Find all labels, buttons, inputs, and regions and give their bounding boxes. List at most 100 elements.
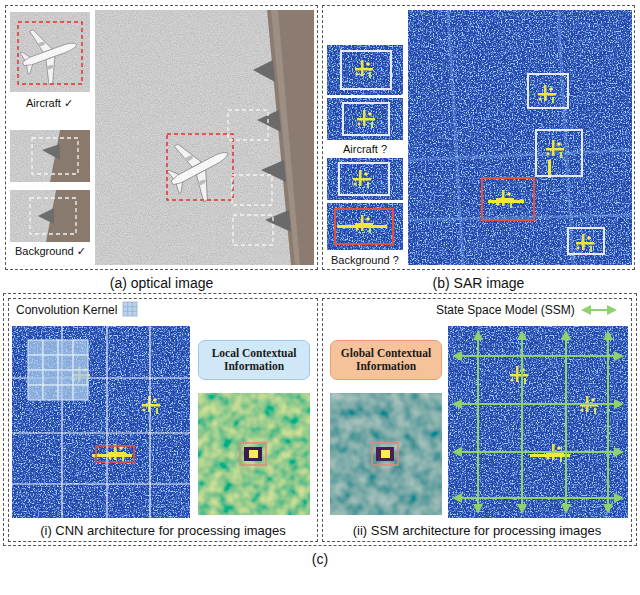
sar-image [536, 130, 582, 176]
cnn-sar-image [92, 454, 132, 457]
sub-panel: State Space Model (SSM) (ii) SSM architec… [322, 298, 632, 542]
cnn-sar-image [73, 370, 88, 385]
ssm-sar-image [454, 451, 622, 453]
global-heatmap [330, 393, 442, 515]
kernel-icon [123, 302, 137, 316]
optical-crops [10, 130, 90, 182]
cnn-sar-image [58, 385, 73, 400]
kernel-icon [123, 302, 137, 316]
ssm-sar-image [510, 366, 528, 384]
optical-crops [32, 138, 78, 174]
sar-crops [339, 163, 389, 195]
box-label: Local Contextual Information [204, 347, 304, 373]
ssm-sar-image [448, 326, 628, 518]
cnn-sar-image [73, 340, 88, 355]
local-heatmap [198, 393, 310, 515]
cnn-sar-image [73, 385, 88, 400]
panel-caption: (ii) SSM architecture for processing ima… [322, 523, 632, 539]
optical-image [167, 134, 233, 200]
cnn-sar-image [142, 396, 160, 414]
local-heatmap [240, 443, 266, 465]
ssm-sar-image [448, 326, 628, 518]
sar-image [568, 228, 604, 254]
sar-crops [353, 170, 371, 188]
panel-caption: (a) optical image [5, 275, 318, 292]
optical-image [157, 125, 242, 210]
optical-image [265, 210, 291, 232]
ssm-sar-image [448, 326, 628, 518]
cnn-sar-image [58, 355, 73, 370]
optical-image [233, 215, 273, 245]
cnn-sar-image [43, 355, 58, 370]
cnn-sar-image [28, 340, 43, 355]
ssm-sar-image [607, 332, 609, 512]
sub-panel: Convolution Kernel(i) CNN architecture f… [8, 298, 318, 542]
ssm-sar-image [565, 332, 567, 512]
crop-label: Aircraft ✓ [26, 97, 73, 110]
panel-caption: (c) [3, 551, 637, 568]
optical-image [253, 60, 275, 82]
panel-heading: State Space Model (SSM) [436, 303, 575, 317]
sar-crops [327, 45, 403, 95]
crop-label: Aircraft ? [343, 143, 387, 156]
cnn-sar-image [12, 483, 190, 484]
sar-crops [327, 45, 403, 250]
optical-crops [10, 190, 90, 242]
sar-image [408, 10, 632, 265]
optical-image [228, 110, 268, 140]
sar-crops [327, 98, 403, 140]
cnn-sar-image [58, 340, 73, 355]
panel-caption: (i) CNN architecture for processing imag… [8, 523, 318, 539]
ssm-sar-image [454, 332, 622, 512]
cnn-sar-image [149, 326, 150, 518]
sar-crops [327, 158, 403, 200]
sar-crops [327, 203, 403, 250]
optical-crops [10, 130, 90, 182]
sar-crops [327, 45, 403, 95]
cnn-sar-image [12, 326, 190, 518]
sar-image [408, 150, 632, 160]
sar-crops [327, 45, 403, 95]
sar-image [408, 10, 632, 265]
sar-crops [327, 158, 403, 200]
sar-image [576, 234, 594, 252]
optical-image [261, 160, 286, 182]
local-heatmap [198, 393, 310, 515]
global-heatmap [372, 443, 398, 465]
sar-crops [357, 110, 375, 128]
sar-image [558, 10, 573, 265]
cnn-sar-image [58, 370, 73, 385]
sar-image [528, 74, 568, 108]
sar-image [496, 190, 514, 208]
sar-image [408, 10, 632, 265]
ssm-sar-image [454, 497, 622, 499]
sar-crops [327, 203, 403, 250]
optical-crops [13, 17, 86, 90]
cnn-sar-image [12, 432, 190, 433]
ssm-sar-image [454, 403, 622, 405]
context-box: Global Contextual Information [330, 340, 442, 380]
ssm-sar-image [521, 332, 523, 512]
ssm-sar-image [530, 454, 570, 457]
cnn-sar-image [28, 355, 43, 370]
context-box: Local Contextual Information [198, 340, 310, 380]
ssm-arrow [583, 310, 615, 311]
sar-crops [341, 51, 391, 89]
sar-image [546, 140, 564, 158]
sar-image [482, 178, 534, 220]
cnn-sar-image [96, 446, 134, 462]
cnn-sar-image [73, 355, 88, 370]
optical-crops [10, 190, 90, 242]
optical-image [95, 10, 314, 265]
global-heatmap [376, 447, 394, 461]
sar-crops [327, 98, 403, 140]
cnn-sar-image [43, 340, 58, 355]
local-heatmap [244, 447, 262, 461]
optical-image [95, 10, 314, 265]
kernel-icon [123, 302, 137, 316]
crop-label: Background ✓ [15, 245, 86, 258]
global-heatmap [381, 450, 390, 458]
cnn-sar-image [28, 370, 43, 385]
